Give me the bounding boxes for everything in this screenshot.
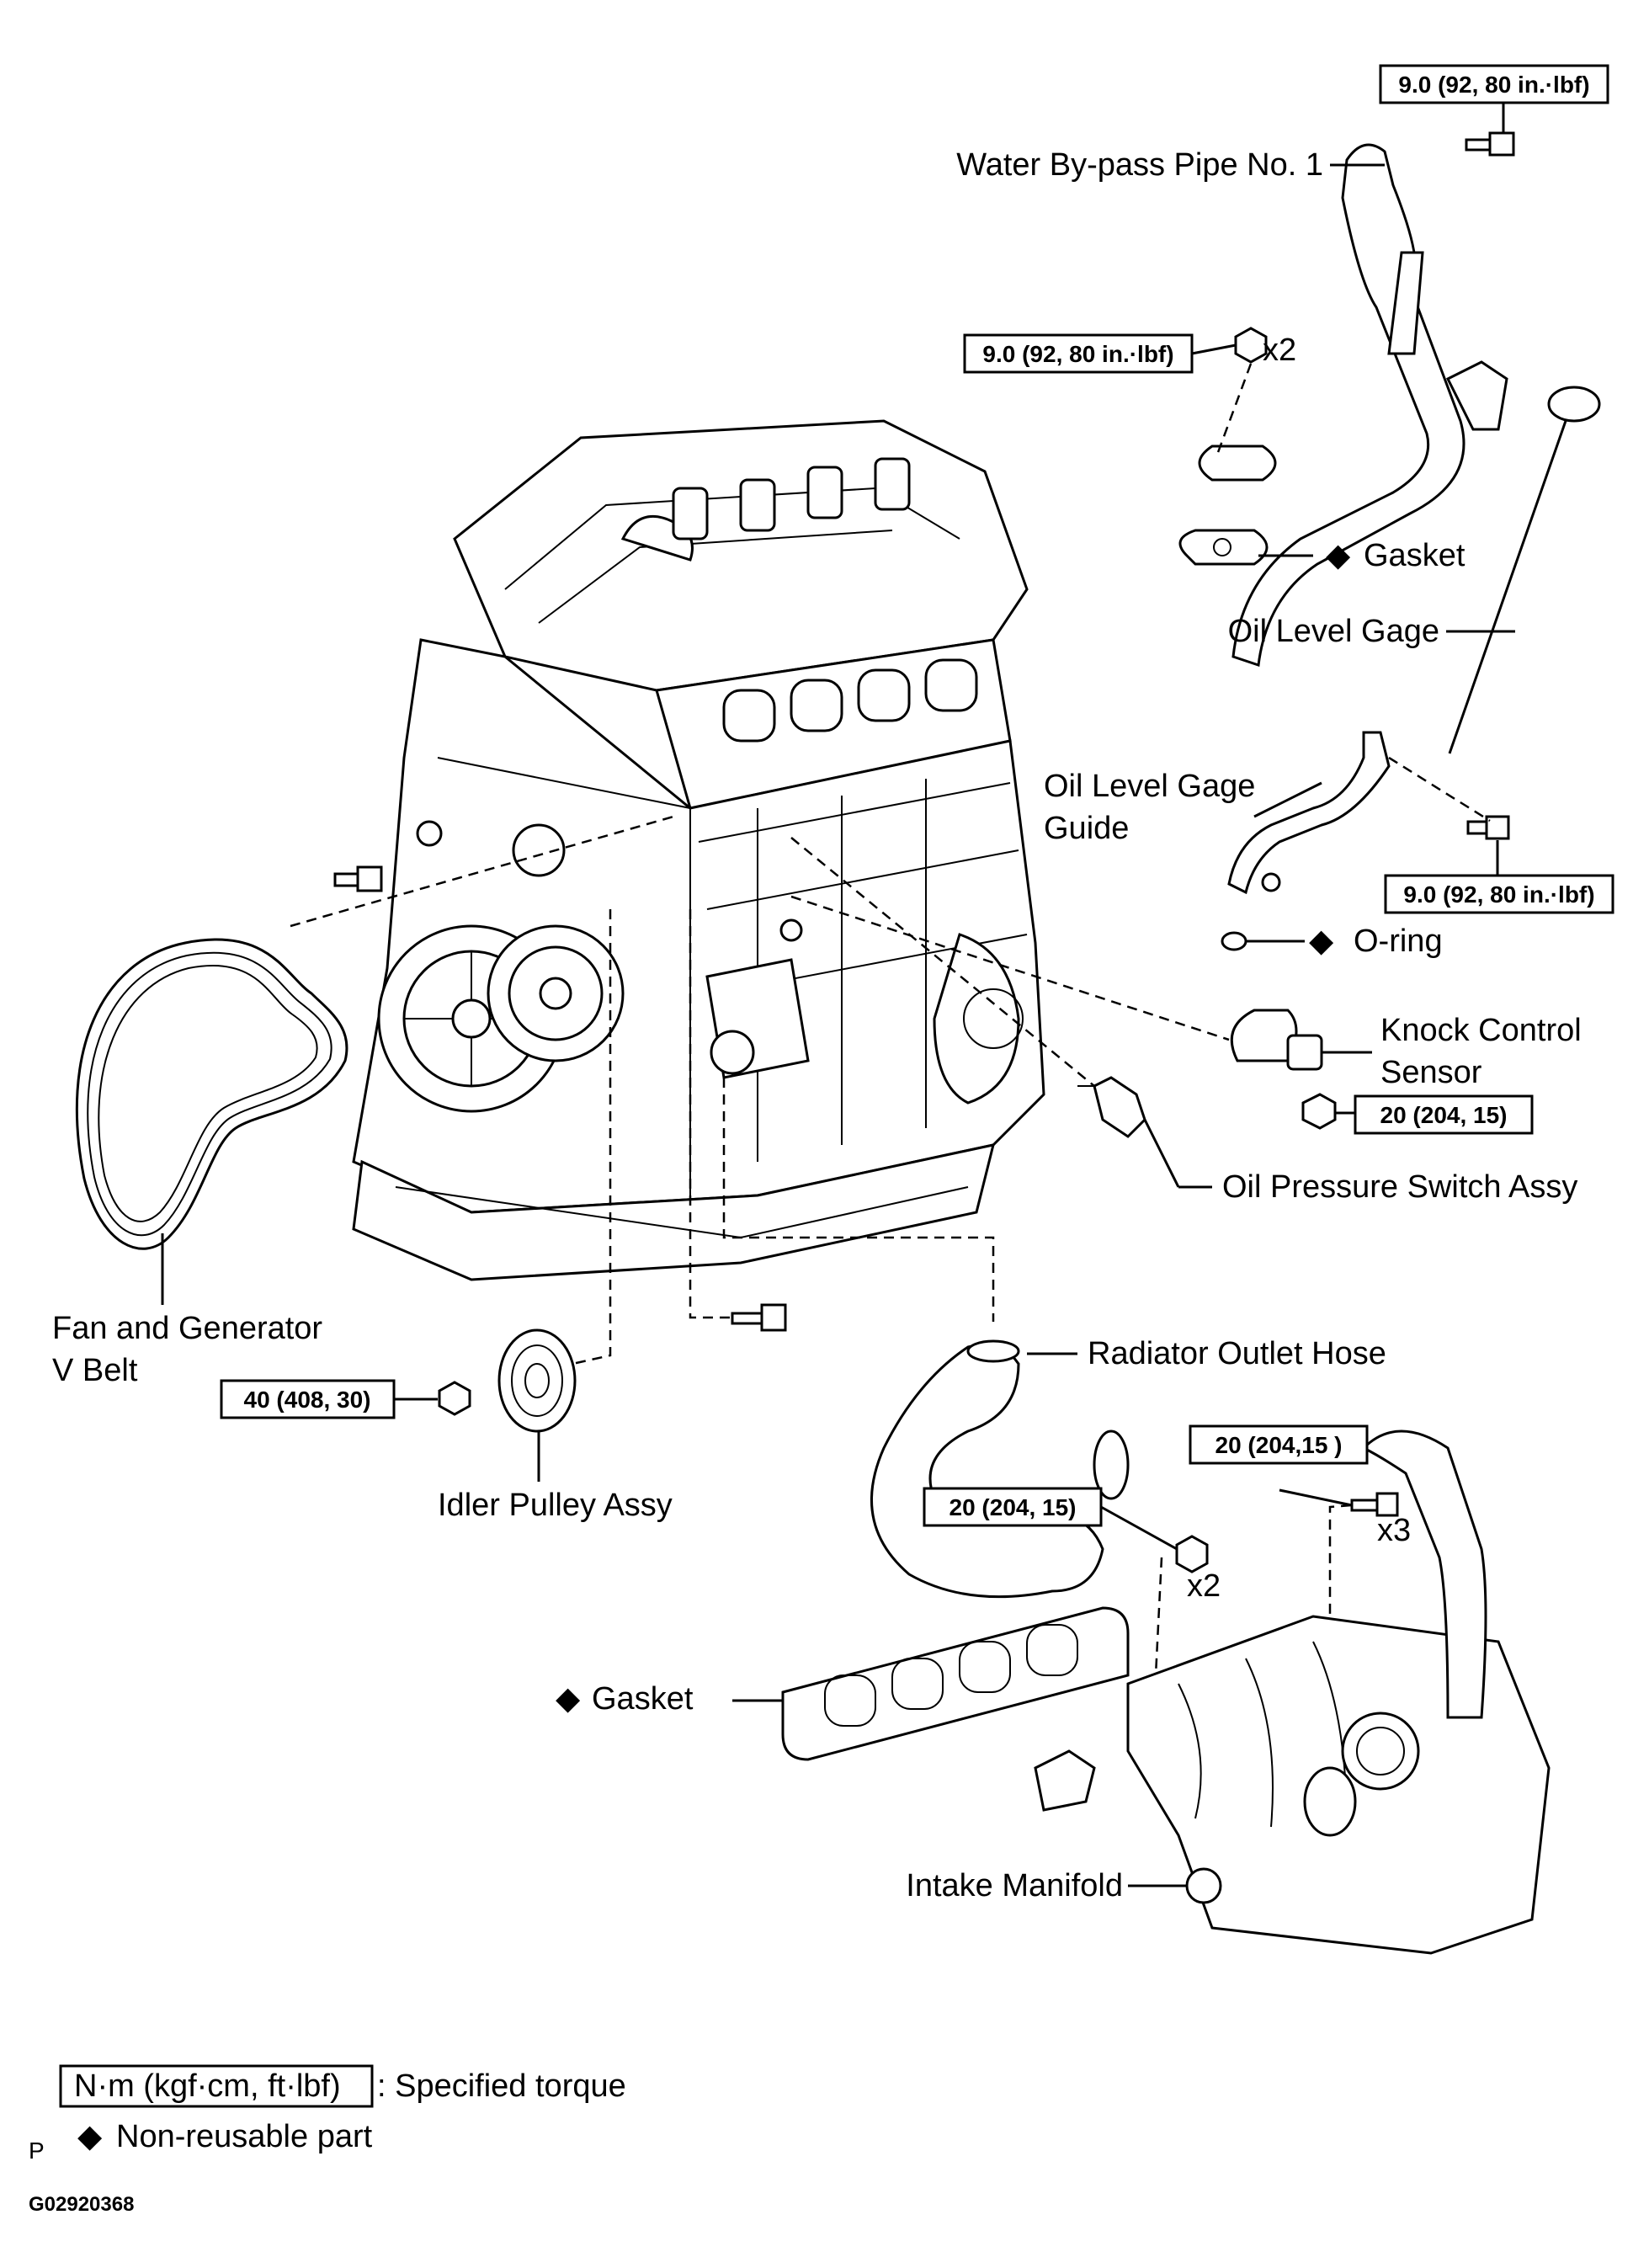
gage-guide-bolt xyxy=(1466,815,1510,840)
symbol-non-reusable-gasket-bottom: ◆ xyxy=(556,1681,581,1717)
leader-lines xyxy=(161,99,1515,1887)
footer-figure-code: G02920368 xyxy=(29,2193,134,2216)
bypass-pipe-bolt xyxy=(1465,131,1515,157)
symbol-non-reusable-gasket-top: ◆ xyxy=(1326,538,1351,573)
bypass-pipe-nut xyxy=(1234,327,1268,364)
label-idler-pulley: Idler Pulley Assy xyxy=(438,1488,673,1523)
legend-torque-units: N·m (kgf·cm, ft·lbf) xyxy=(74,2068,341,2104)
idler-dash-line xyxy=(572,909,612,1366)
torque-box-gage-guide: 9.0 (92, 80 in.·lbf) xyxy=(1384,874,1614,914)
oil-pressure-dash-line xyxy=(790,837,1095,1087)
radiator-outlet-hose-illustration xyxy=(870,1339,1130,1599)
engine-block-illustration xyxy=(352,419,1045,1281)
torque-box-idler-pulley: 40 (408, 30) xyxy=(220,1379,396,1419)
label-o-ring: O-ring xyxy=(1354,924,1443,959)
label-radiator-outlet-hose: Radiator Outlet Hose xyxy=(1088,1336,1386,1371)
label-oil-level-gage-guide-line1: Oil Level Gage xyxy=(1044,769,1255,804)
legend-non-reusable-text: Non-reusable part xyxy=(116,2119,373,2154)
legend-non-reusable-symbol: ◆ xyxy=(77,2119,103,2154)
legend: N·m (kgf·cm, ft·lbf) : Specified torque … xyxy=(59,2064,626,2154)
torque-box-manifold-bolts: 20 (204,15 ) xyxy=(1189,1424,1369,1465)
oil-level-gage-guide-illustration xyxy=(1227,731,1391,895)
qty-manifold-bolts: x3 xyxy=(1377,1513,1411,1548)
label-oil-level-gage-guide-line2: Guide xyxy=(1044,811,1129,846)
legend-torque-text: : Specified torque xyxy=(377,2068,626,2104)
gasket-top-illustration xyxy=(1178,529,1269,566)
knock-sensor-illustration xyxy=(1230,1009,1337,1130)
center-bolt-dash-line xyxy=(689,909,731,1319)
label-water-bypass-pipe: Water By-pass Pipe No. 1 xyxy=(956,147,1323,183)
torque-box-manifold-nuts: 20 (204, 15) xyxy=(923,1487,1103,1527)
torque-value: 20 (204, 15) xyxy=(950,1494,1077,1520)
water-bypass-pipe-illustration xyxy=(1198,143,1508,668)
label-knock-sensor-line2: Sensor xyxy=(1380,1055,1482,1090)
label-knock-sensor-line1: Knock Control xyxy=(1380,1013,1582,1048)
oil-level-gage-illustration xyxy=(1448,386,1601,754)
label-fan-belt-line1: Fan and Generator xyxy=(52,1311,322,1346)
torque-value: 20 (204, 15) xyxy=(1380,1102,1508,1128)
torque-value: 40 (408, 30) xyxy=(244,1387,371,1413)
knock-sensor-dash-line xyxy=(790,895,1230,1041)
label-oil-level-gage: Oil Level Gage xyxy=(1228,614,1439,649)
manifold-nut xyxy=(1175,1535,1209,1573)
nut-dash-line xyxy=(1215,363,1253,455)
manifold-bolt xyxy=(1350,1492,1399,1517)
v-belt-illustration xyxy=(75,938,348,1250)
manifold-bolt-dash-line xyxy=(1328,1504,1352,1701)
oil-pressure-switch-illustration xyxy=(1077,1076,1146,1138)
center-bolt xyxy=(731,1303,787,1332)
label-intake-manifold: Intake Manifold xyxy=(906,1868,1123,1903)
guide-dash-line xyxy=(1388,756,1491,823)
torque-box-knock-sensor: 20 (204, 15) xyxy=(1354,1094,1534,1135)
torque-value: 9.0 (92, 80 in.·lbf) xyxy=(982,341,1173,367)
idler-pulley-illustration xyxy=(438,1328,577,1433)
label-gasket-bottom: Gasket xyxy=(592,1681,694,1717)
torque-value: 9.0 (92, 80 in.·lbf) xyxy=(1398,72,1589,98)
label-gasket-top: Gasket xyxy=(1364,538,1465,573)
o-ring-illustration xyxy=(1221,931,1247,951)
footer-letter: P xyxy=(29,2138,45,2164)
gasket-bottom-illustration xyxy=(781,1606,1130,1761)
torque-value: 9.0 (92, 80 in.·lbf) xyxy=(1403,881,1594,908)
torque-box-bypass-top: 9.0 (92, 80 in.·lbf) xyxy=(1379,64,1609,104)
symbol-non-reusable-o-ring: ◆ xyxy=(1309,924,1334,959)
hose-dash-line xyxy=(722,1078,995,1322)
label-oil-pressure-switch: Oil Pressure Switch Assy xyxy=(1222,1169,1577,1205)
intake-manifold-illustration xyxy=(1034,1429,1551,1955)
qty-manifold-nuts: x2 xyxy=(1187,1568,1221,1604)
torque-box-bypass-nuts: 9.0 (92, 80 in.·lbf) xyxy=(963,333,1194,374)
legend-torque-box xyxy=(59,2064,374,2108)
qty-bypass-nuts: x2 xyxy=(1263,333,1296,368)
torque-value: 20 (204,15 ) xyxy=(1215,1432,1343,1458)
label-fan-belt-line2: V Belt xyxy=(52,1353,138,1388)
left-bolt xyxy=(333,865,383,892)
